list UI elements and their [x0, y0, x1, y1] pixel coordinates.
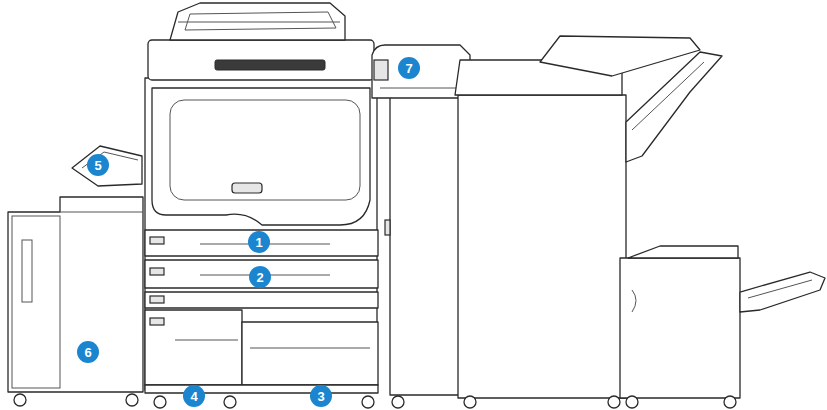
callout-number: 7: [398, 57, 420, 79]
callout-circle: [249, 266, 271, 288]
callout-text: 1: [255, 236, 262, 249]
callout-circle: [183, 385, 205, 407]
callout-number: 5: [87, 154, 109, 176]
interface-module: [372, 45, 470, 408]
bypass-tray: [72, 146, 142, 186]
booklet-maker: [620, 246, 825, 408]
callout-text: 2: [256, 271, 263, 284]
callout-text: 6: [84, 346, 91, 359]
callout-number: 4: [183, 385, 205, 407]
callout-text: 5: [94, 159, 101, 172]
callout-number: 2: [249, 266, 271, 288]
callout-circle: [77, 341, 99, 363]
callout-text: 7: [405, 62, 412, 75]
callout-number: 6: [77, 341, 99, 363]
callout-number: 3: [310, 385, 332, 407]
callout-circle: [87, 154, 109, 176]
main-engine: [145, 3, 378, 408]
callout-text: 4: [190, 390, 197, 403]
callout-circle: [398, 57, 420, 79]
callout-circle: [248, 231, 270, 253]
callout-number: 1: [248, 231, 270, 253]
high-capacity-feeder: [8, 197, 143, 406]
callout-circle: [310, 385, 332, 407]
callout-text: 3: [317, 390, 324, 403]
